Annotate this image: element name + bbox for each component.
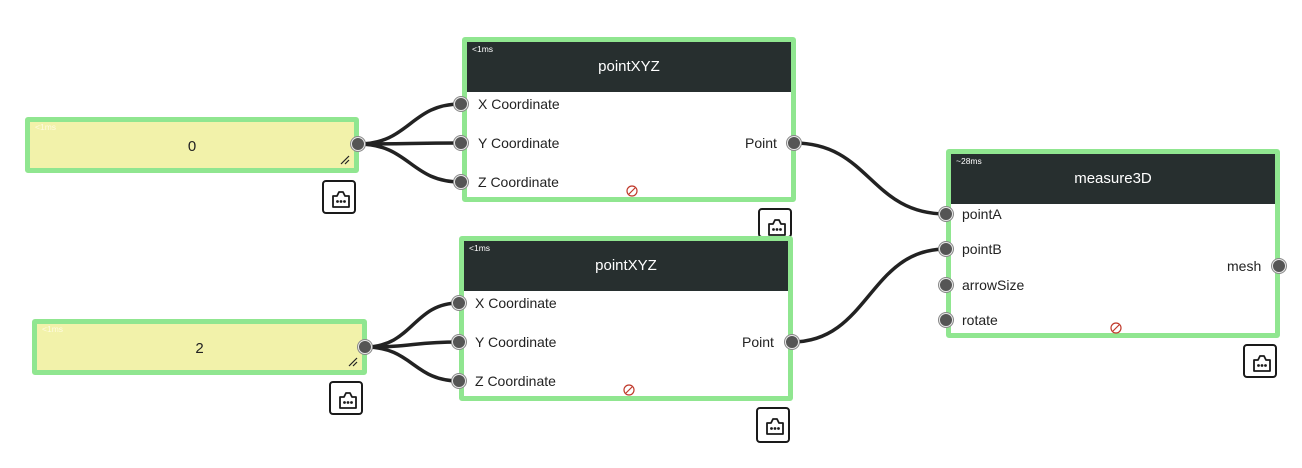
rotate-port[interactable] — [939, 313, 953, 327]
number-value[interactable]: 0 — [187, 138, 197, 155]
wire-point2-to-pointB[interactable] — [790, 247, 948, 344]
point-output-label: Point — [745, 135, 777, 151]
timing-label: ~28ms — [956, 156, 982, 166]
wire-input1-to-x2[interactable] — [363, 301, 461, 349]
x-coordinate-port[interactable] — [452, 296, 466, 310]
point-a-port[interactable] — [939, 207, 953, 221]
wire-input0-to-x1[interactable] — [356, 102, 463, 146]
timing-label: <1ms — [42, 324, 64, 334]
node-menu-icon — [766, 418, 784, 435]
point-a-label: pointA — [962, 206, 1002, 222]
node-menu-icon — [1253, 355, 1271, 372]
point-output-port[interactable] — [785, 335, 799, 349]
node-header[interactable]: ~28ms measure3D — [951, 154, 1275, 204]
pointxyz-node-1[interactable]: <1ms pointXYZ — [462, 37, 796, 202]
point-b-label: pointB — [962, 241, 1002, 257]
point-b-port[interactable] — [939, 242, 953, 256]
mesh-output-label: mesh — [1227, 258, 1262, 274]
mesh-output-port[interactable] — [1272, 259, 1286, 273]
timing-label: <1ms — [469, 243, 491, 253]
node-menu-button[interactable] — [322, 180, 356, 214]
measure3d-node[interactable]: ~28ms measure3D — [946, 149, 1280, 338]
input-node-0-output-port[interactable] — [351, 137, 365, 151]
point-output-port[interactable] — [787, 136, 801, 150]
number-value[interactable]: 2 — [195, 340, 204, 357]
wire-point1-to-pointA[interactable] — [792, 141, 948, 216]
node-header[interactable]: <1ms pointXYZ — [467, 42, 791, 92]
x-coordinate-port[interactable] — [454, 97, 468, 111]
timing-label: <1ms — [35, 122, 57, 132]
wire-input0-to-z1[interactable] — [356, 142, 463, 184]
node-title: measure3D — [1074, 170, 1152, 187]
y-coordinate-label: Y Coordinate — [475, 334, 557, 350]
node-menu-button[interactable] — [756, 407, 790, 443]
arrow-size-port[interactable] — [939, 278, 953, 292]
rotate-label: rotate — [962, 312, 998, 328]
node-menu-icon — [332, 191, 350, 208]
wire-input0-to-y1[interactable] — [356, 141, 463, 146]
number-input-node-1[interactable]: <1ms 2 — [32, 319, 367, 375]
node-menu-button[interactable] — [1243, 344, 1277, 378]
z-coordinate-port[interactable] — [452, 374, 466, 388]
node-menu-icon — [768, 219, 786, 236]
x-coordinate-label: X Coordinate — [475, 295, 557, 311]
node-menu-icon — [339, 392, 357, 409]
input-node-1-output-port[interactable] — [358, 340, 372, 354]
node-header[interactable]: <1ms pointXYZ — [464, 241, 788, 291]
z-coordinate-label: Z Coordinate — [475, 373, 556, 389]
z-coordinate-port[interactable] — [454, 175, 468, 189]
no-entry-icon — [623, 384, 635, 396]
resize-handle-icon[interactable] — [348, 357, 358, 367]
wire-input1-to-z2[interactable] — [363, 345, 461, 383]
node-menu-button[interactable] — [329, 381, 363, 415]
z-coordinate-label: Z Coordinate — [478, 174, 559, 190]
y-coordinate-port[interactable] — [454, 136, 468, 150]
x-coordinate-label: X Coordinate — [478, 96, 560, 112]
y-coordinate-label: Y Coordinate — [478, 135, 560, 151]
resize-handle-icon[interactable] — [340, 155, 350, 165]
no-entry-icon — [1110, 322, 1122, 334]
timing-label: <1ms — [472, 44, 494, 54]
point-output-label: Point — [742, 334, 774, 350]
arrow-size-label: arrowSize — [962, 277, 1025, 293]
number-input-node-0[interactable]: <1ms 0 — [25, 117, 359, 173]
y-coordinate-port[interactable] — [452, 335, 466, 349]
node-title: pointXYZ — [598, 58, 660, 75]
wire-input1-to-y2[interactable] — [363, 340, 461, 349]
no-entry-icon — [626, 185, 638, 197]
pointxyz-node-2[interactable]: <1ms pointXYZ — [459, 236, 793, 401]
node-title: pointXYZ — [595, 257, 657, 274]
node-menu-button[interactable] — [758, 208, 792, 238]
